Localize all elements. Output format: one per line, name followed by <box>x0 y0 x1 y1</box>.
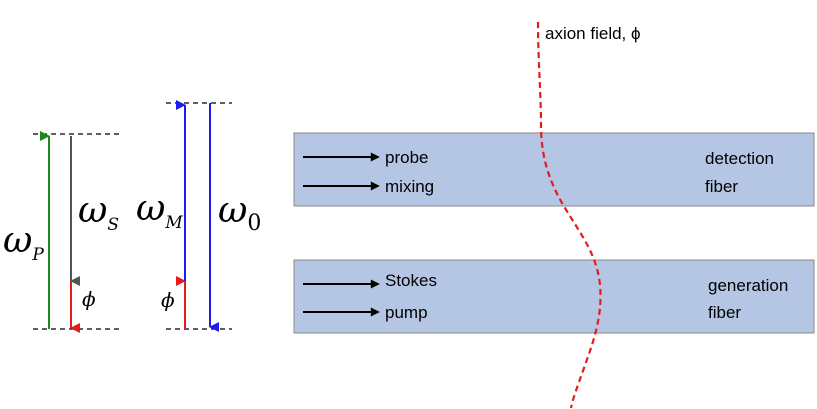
probe-label: probe <box>385 148 428 167</box>
omega-p-label: ωP <box>3 220 44 265</box>
detection-fiber-label-line2: fiber <box>705 177 738 196</box>
omega-0-label: ω0 <box>218 190 261 236</box>
generation-fiber-label-line1: generation <box>708 276 788 295</box>
phi-left-label: ϕ <box>82 287 96 311</box>
axion-field-label: axion field, ϕ <box>545 24 641 43</box>
omega-s-label: ωS <box>78 190 119 235</box>
axion-field-wave <box>536 21 602 409</box>
mixing-label: mixing <box>385 177 434 196</box>
omega-m-label: ωM <box>136 188 183 233</box>
detection-fiber <box>293 132 815 207</box>
detection-fiber-label-line1: detection <box>705 149 774 168</box>
generation-fiber <box>293 259 815 334</box>
generation-fiber-label-line2: fiber <box>708 303 741 322</box>
pump-label: pump <box>385 303 428 322</box>
stokes-label: Stokes <box>385 271 437 290</box>
phi-right-label: ϕ <box>161 288 175 312</box>
